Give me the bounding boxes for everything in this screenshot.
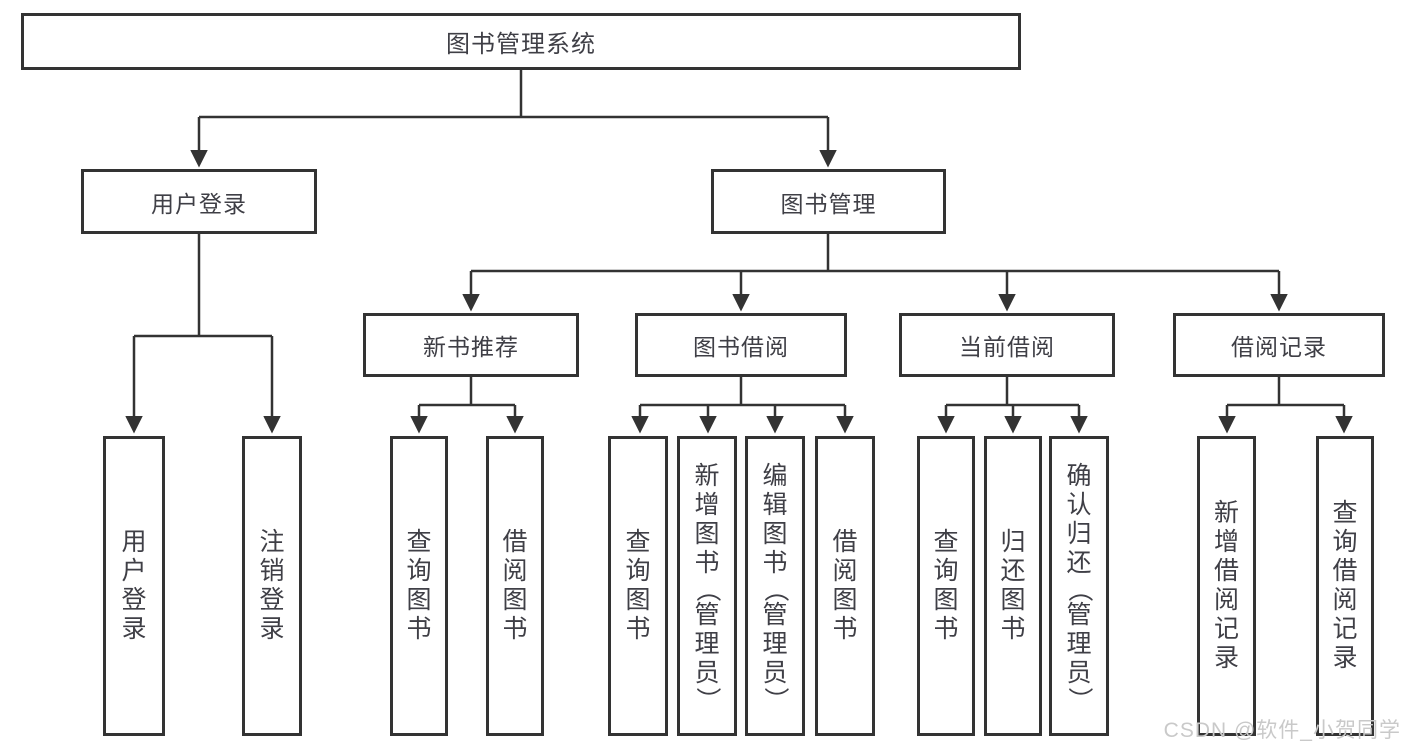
- leaf-add-borrow-record: 新增借阅记录: [1197, 436, 1256, 736]
- leaf-return-books: 归还图书: [984, 436, 1042, 736]
- node-library-system: 图书管理系统: [21, 13, 1021, 70]
- node-borrow-records: 借阅记录: [1173, 313, 1385, 377]
- node-label: 当前借阅: [959, 334, 1055, 360]
- csdn-watermark: CSDN @软件_小贺同学: [1163, 719, 1401, 742]
- leaf-edit-books-admin: 编辑图书（管理员）: [745, 436, 805, 736]
- node-book-borrow: 图书借阅: [635, 313, 847, 377]
- node-user-login: 用户登录: [81, 169, 317, 234]
- leaf-label: 注销登录: [259, 528, 285, 643]
- leaf-label: 查询图书: [625, 528, 651, 643]
- node-label: 图书管理: [780, 190, 877, 217]
- node-current-borrow: 当前借阅: [899, 313, 1115, 377]
- leaf-add-books-admin: 新增图书（管理员）: [677, 436, 737, 736]
- leaf-confirm-return-admin: 确认归还（管理员）: [1049, 436, 1109, 736]
- leaf-user-login: 用户登录: [103, 436, 165, 736]
- connector-trunks: [134, 69, 1344, 407]
- leaf-label: 借阅图书: [832, 528, 858, 643]
- leaf-query-books-recommend: 查询图书: [390, 436, 448, 736]
- leaf-borrow-books-recommend: 借阅图书: [486, 436, 544, 736]
- leaf-query-books-current: 查询图书: [917, 436, 975, 736]
- leaf-borrow-books: 借阅图书: [815, 436, 875, 736]
- leaf-label: 编辑图书（管理员）: [761, 461, 790, 712]
- node-label: 借阅记录: [1231, 334, 1327, 360]
- leaf-label: 新增借阅记录: [1213, 499, 1239, 672]
- leaf-label: 借阅图书: [502, 528, 528, 643]
- leaf-label: 查询借阅记录: [1332, 499, 1358, 672]
- leaf-logout: 注销登录: [242, 436, 302, 736]
- leaf-label: 查询图书: [933, 528, 959, 643]
- node-book-management: 图书管理: [711, 169, 946, 234]
- node-label: 用户登录: [151, 190, 247, 217]
- node-label: 图书借阅: [693, 334, 789, 360]
- leaf-label: 归还图书: [1000, 528, 1026, 643]
- leaf-query-books-borrow: 查询图书: [608, 436, 668, 736]
- leaf-label: 用户登录: [121, 528, 147, 643]
- leaf-query-borrow-record: 查询借阅记录: [1316, 436, 1374, 736]
- connector-arrows: [125, 117, 1353, 434]
- node-new-book-recommend: 新书推荐: [363, 313, 579, 377]
- leaf-label: 确认归还（管理员）: [1065, 461, 1094, 712]
- leaf-label: 查询图书: [406, 528, 432, 643]
- leaf-label: 新增图书（管理员）: [693, 461, 722, 712]
- node-label: 图书管理系统: [446, 31, 596, 58]
- node-label: 新书推荐: [423, 334, 519, 360]
